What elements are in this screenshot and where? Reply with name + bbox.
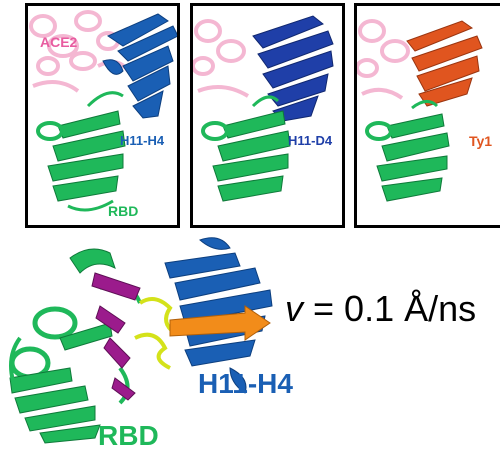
panel-h11-h4: ACE2 H11-H4 RBD bbox=[25, 3, 180, 228]
rbd-label: RBD bbox=[108, 203, 139, 219]
h11-d4-nanobody bbox=[252, 15, 334, 122]
panel-h11-d4: H11-D4 bbox=[190, 3, 345, 228]
panel-ty1-structure bbox=[357, 19, 483, 202]
main-rbd-label: RBD bbox=[98, 420, 159, 451]
rbd-domain-large bbox=[9, 248, 142, 444]
pulling-simulation-structure bbox=[9, 237, 273, 444]
panel-h11-d4-structure bbox=[193, 15, 334, 202]
panel-ty1: Ty1 bbox=[354, 3, 500, 228]
ty1-nanobody bbox=[406, 20, 483, 107]
h11-h4-nanobody bbox=[102, 13, 177, 119]
contact-residues bbox=[91, 272, 141, 401]
h11-d4-label: H11-D4 bbox=[288, 133, 333, 148]
rbd-domain bbox=[36, 91, 126, 212]
rbd-domain bbox=[365, 100, 450, 202]
velocity-symbol: v bbox=[285, 288, 303, 329]
pulling-force-arrow bbox=[169, 305, 271, 341]
panel-h11-h4-structure bbox=[29, 10, 177, 212]
ace2-helices bbox=[357, 19, 410, 100]
ace2-helices bbox=[193, 19, 250, 98]
ace2-label: ACE2 bbox=[40, 34, 78, 50]
main-h11-h4-label: H11-H4 bbox=[198, 368, 293, 399]
ace2-helices bbox=[29, 10, 130, 93]
ty1-label: Ty1 bbox=[469, 133, 493, 149]
h11-h4-label: H11-H4 bbox=[120, 133, 165, 148]
rbd-domain bbox=[201, 95, 291, 202]
linker-region bbox=[134, 297, 177, 370]
velocity-value: = 0.1 Å/ns bbox=[313, 288, 477, 329]
pulling-velocity: v = 0.1 Å/ns bbox=[285, 288, 476, 330]
